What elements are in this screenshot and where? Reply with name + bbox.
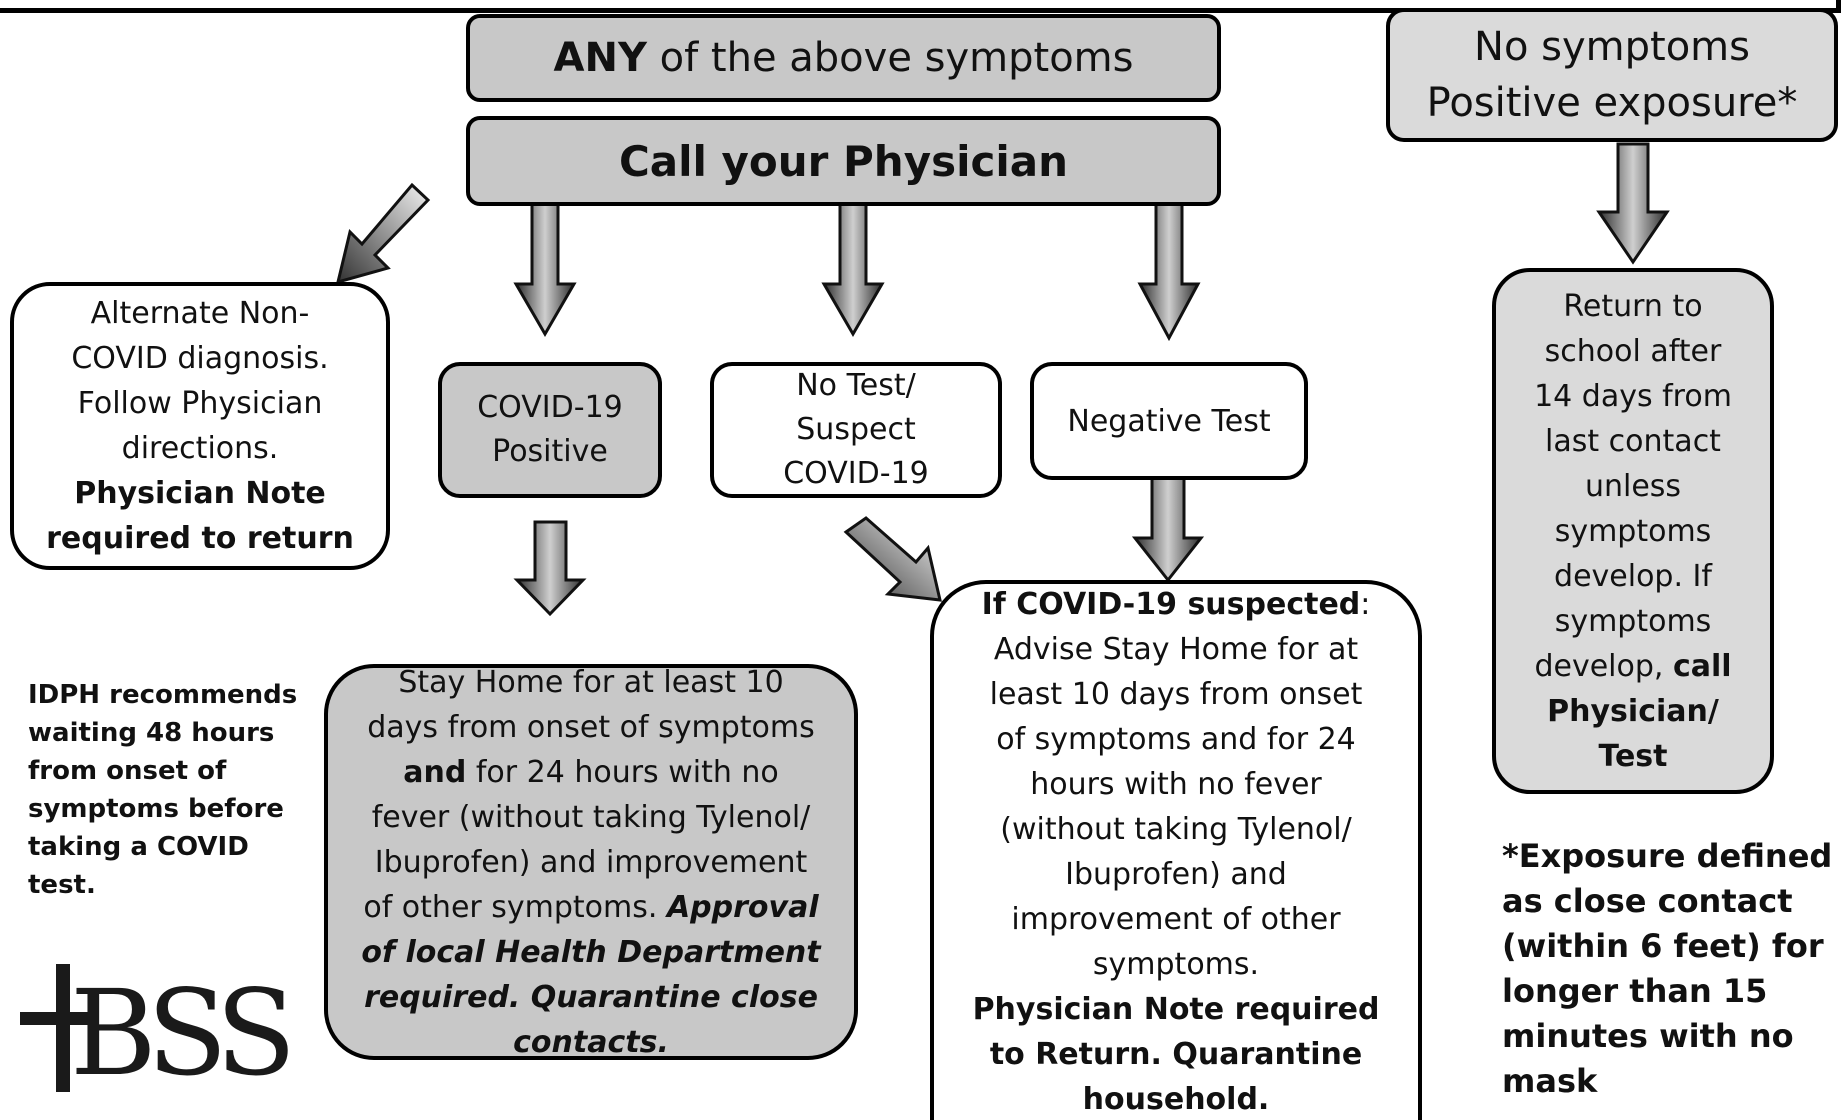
idph-note-line: test.: [28, 870, 96, 900]
stay-home-and-line: and for 24 hours with no: [403, 754, 779, 790]
any-symptoms-box: ANY of the above symptoms: [466, 14, 1221, 102]
exposure-note-line: as close contact: [1502, 882, 1793, 920]
no-test-line: COVID-19: [783, 456, 929, 491]
suspected-bold-line: to Return. Quarantine: [989, 1037, 1363, 1072]
alternate-bold-line: Physician Note: [74, 476, 326, 511]
arrow-negative-to-suspected: [1131, 476, 1205, 583]
exposure-note-line: *Exposure defined: [1502, 837, 1833, 875]
exposure-note-line: longer than 15: [1502, 972, 1768, 1010]
exposure-line-2: Positive exposure*: [1426, 80, 1798, 126]
exposure-line-1: No symptoms: [1474, 24, 1750, 70]
call-physician-box: Call your Physician: [466, 116, 1221, 206]
alternate-line: directions.: [121, 431, 279, 466]
stay-home-approval-line: of local Health Department: [361, 934, 821, 970]
no-test-line: Suspect: [796, 412, 916, 447]
exposure-note-line: (within 6 feet) for: [1502, 927, 1824, 965]
exposure-definition-note: *Exposure defined as close contact (with…: [1502, 834, 1832, 1104]
svg-text:BSS: BSS: [70, 964, 288, 1102]
alternate-line: COVID diagnosis.: [71, 341, 329, 376]
call-physician-text: Call your Physician: [618, 136, 1069, 186]
stay-home-box: Stay Home for at least 10 days from onse…: [324, 664, 858, 1060]
return-line: symptoms: [1554, 603, 1712, 639]
covid-positive-line: COVID-19: [477, 390, 623, 425]
stay-home-line: fever (without taking Tylenol/: [371, 799, 811, 835]
alternate-diagnosis-box: Alternate Non- COVID diagnosis. Follow P…: [10, 282, 390, 570]
return-bold-line: Physician/: [1547, 693, 1719, 729]
no-symptoms-exposure-box: No symptoms Positive exposure*: [1386, 8, 1838, 142]
arrow-to-covid-positive: [513, 202, 577, 337]
suspected-line: Ibuprofen) and: [1065, 857, 1287, 892]
top-border-line: [0, 0, 1841, 13]
arrow-no-test-to-suspected: [843, 516, 942, 602]
stay-home-mixed-line: of other symptoms. Approval: [363, 889, 819, 925]
arrow-positive-to-stay-home: [513, 520, 587, 617]
negative-test-label: Negative Test: [1067, 403, 1271, 439]
idph-note-line: IDPH recommends: [28, 680, 298, 710]
no-test-line: No Test/: [796, 368, 916, 403]
stay-home-line: Ibuprofen) and improvement: [374, 844, 808, 880]
suspected-line: hours with no fever: [1030, 767, 1322, 802]
stay-home-line: days from onset of symptoms: [367, 709, 815, 745]
exposure-note-line: minutes with no: [1502, 1017, 1794, 1055]
arrow-to-negative-test: [1137, 202, 1201, 342]
suspected-line: symptoms.: [1092, 947, 1260, 982]
arrow-to-no-test: [821, 202, 885, 337]
any-symptoms-text: ANY of the above symptoms: [553, 35, 1134, 81]
bss-logo: BSS: [20, 964, 298, 1102]
stay-home-approval-line: required. Quarantine close: [364, 979, 818, 1015]
return-line: develop. If: [1554, 558, 1712, 594]
idph-note-line: waiting 48 hours: [28, 718, 275, 748]
stay-home-approval-line: contacts.: [513, 1024, 669, 1060]
return-bold-line: Test: [1598, 738, 1668, 774]
negative-test-box: Negative Test: [1030, 362, 1308, 480]
return-line: unless: [1584, 468, 1682, 504]
return-line: school after: [1544, 333, 1722, 369]
return-to-school-box: Return to school after 14 days from last…: [1492, 268, 1774, 794]
covid-positive-box: COVID-19 Positive: [438, 362, 662, 498]
exposure-note-line: mask: [1502, 1062, 1598, 1100]
suspected-line: of symptoms and for 24: [996, 722, 1356, 757]
stay-home-line: Stay Home for at least 10: [398, 664, 784, 700]
idph-note-line: from onset of: [28, 756, 227, 786]
suspected-line: Advise Stay Home for at: [993, 632, 1359, 667]
arrow-to-alternate: [335, 182, 431, 285]
suspected-line: least 10 days from onset: [989, 677, 1363, 712]
alternate-line: Follow Physician: [77, 386, 323, 421]
return-line: 14 days from: [1534, 378, 1732, 414]
suspected-heading: If COVID-19 suspected:: [981, 587, 1371, 622]
idph-note-line: symptoms before: [28, 794, 284, 824]
idph-note-line: taking a COVID: [28, 832, 249, 862]
alternate-bold-line: required to return: [46, 521, 354, 556]
suspected-bold-line: household.: [1082, 1082, 1270, 1117]
return-line: Return to: [1563, 288, 1703, 324]
arrow-exposure-to-return: [1596, 142, 1670, 265]
idph-note: IDPH recommends waiting 48 hours from on…: [28, 676, 297, 904]
suspected-line: (without taking Tylenol/: [1000, 812, 1352, 847]
return-mixed-line: develop, call: [1534, 648, 1732, 684]
suspected-bold-line: Physician Note required: [972, 992, 1380, 1027]
suspected-line: improvement of other: [1011, 902, 1341, 937]
covid-suspected-box: If COVID-19 suspected: Advise Stay Home …: [930, 580, 1422, 1120]
return-line: last contact: [1545, 423, 1721, 459]
alternate-line: Alternate Non-: [90, 296, 310, 331]
no-test-suspect-box: No Test/ Suspect COVID-19: [710, 362, 1002, 498]
covid-positive-line: Positive: [492, 434, 608, 469]
return-line: symptoms: [1554, 513, 1712, 549]
